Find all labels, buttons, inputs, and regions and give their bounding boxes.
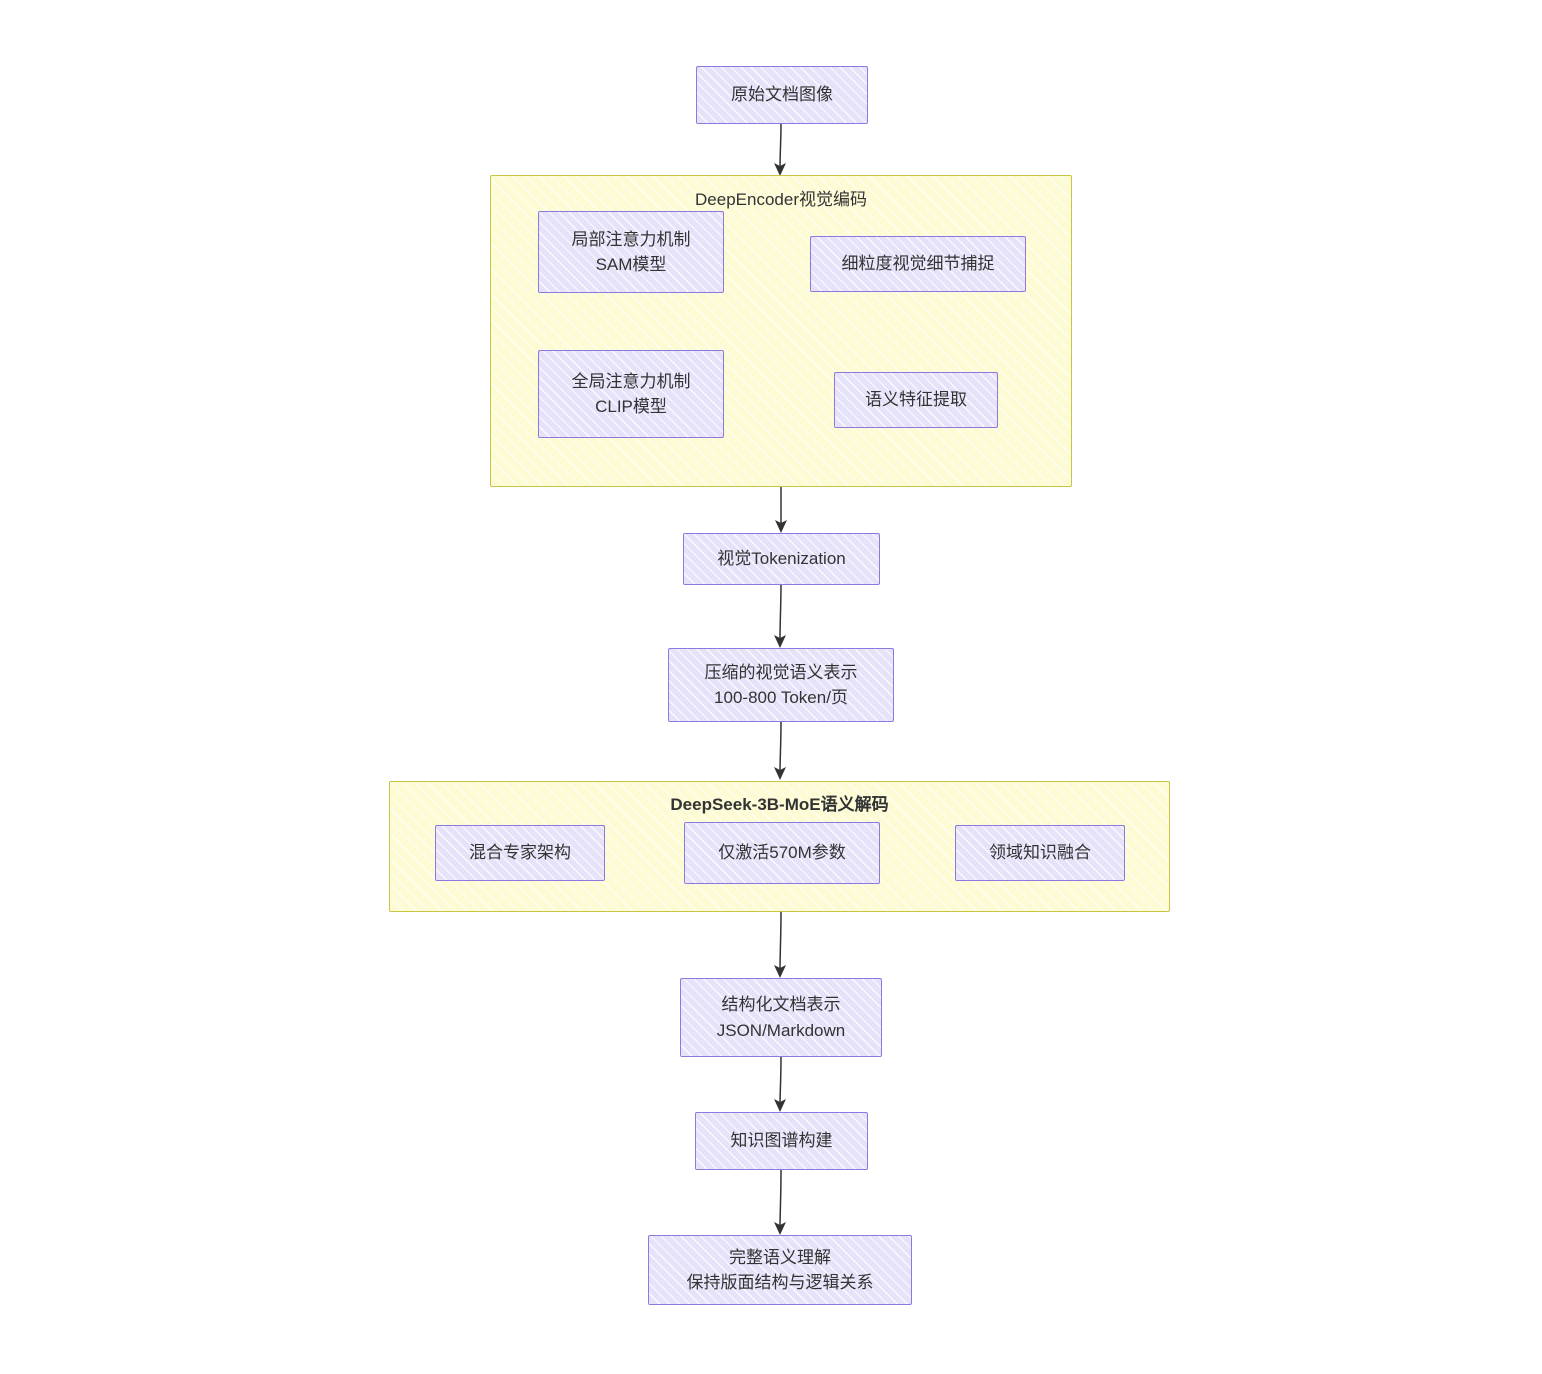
edge-structured-to-graph [774, 1056, 786, 1112]
node-tokenization-label: 视觉Tokenization [717, 549, 846, 569]
node-fine-detail[interactable]: 细粒度视觉细节捕捉 [810, 236, 1026, 292]
node-structured-document-line2: JSON/Markdown [716, 1020, 846, 1040]
node-structured-document[interactable]: 结构化文档表示 JSON/Markdown [680, 978, 882, 1057]
node-semantic-feature[interactable]: 语义特征提取 [834, 372, 998, 428]
subgraph-deepencoder-title: DeepEncoder视觉编码 [695, 190, 867, 209]
node-moe-architecture-label: 混合专家架构 [469, 843, 571, 863]
edge-tokenization-to-compressed [774, 584, 786, 648]
node-domain-knowledge[interactable]: 领域知识融合 [955, 825, 1125, 881]
node-compressed-line2: 100-800 Token/页 [714, 688, 848, 707]
node-local-attention-line2: SAM模型 [595, 255, 667, 274]
node-final-output[interactable]: 完整语义理解 保持版面结构与逻辑关系 [648, 1235, 912, 1305]
node-compressed-representation[interactable]: 压缩的视觉语义表示 100-800 Token/页 [668, 648, 894, 722]
node-local-attention[interactable]: 局部注意力机制 SAM模型 [538, 211, 724, 293]
node-activated-params[interactable]: 仅激活570M参数 [684, 822, 880, 884]
node-semantic-feature-label: 语义特征提取 [865, 390, 967, 410]
node-activated-params-label: 仅激活570M参数 [718, 843, 846, 863]
node-source-image-label: 原始文档图像 [731, 85, 833, 105]
node-structured-document-line1: 结构化文档表示 [721, 995, 841, 1014]
node-knowledge-graph[interactable]: 知识图谱构建 [695, 1112, 868, 1170]
subgraph-deepseek-moe-title: DeepSeek-3B-MoE语义解码 [670, 795, 889, 814]
node-tokenization[interactable]: 视觉Tokenization [683, 533, 880, 585]
node-global-attention[interactable]: 全局注意力机制 CLIP模型 [538, 350, 724, 438]
node-global-attention-line1: 全局注意力机制 [571, 371, 691, 391]
edge-source-to-encoder [774, 123, 786, 176]
node-source-image[interactable]: 原始文档图像 [696, 66, 868, 124]
edge-decoder-to-structured [774, 911, 786, 978]
edge-graph-to-final [774, 1169, 786, 1235]
node-moe-architecture[interactable]: 混合专家架构 [435, 825, 605, 881]
edge-encoder-to-tokenization [775, 486, 787, 533]
node-knowledge-graph-label: 知识图谱构建 [730, 1131, 833, 1151]
node-local-attention-line1: 局部注意力机制 [571, 229, 691, 249]
edge-compressed-to-decoder [774, 721, 786, 780]
node-final-output-line1: 完整语义理解 [729, 1247, 831, 1267]
node-final-output-line2: 保持版面结构与逻辑关系 [686, 1273, 874, 1292]
node-global-attention-line2: CLIP模型 [595, 397, 667, 416]
node-domain-knowledge-label: 领域知识融合 [989, 843, 1091, 863]
node-compressed-line1: 压缩的视觉语义表示 [704, 662, 858, 682]
node-fine-detail-label: 细粒度视觉细节捕捉 [841, 254, 995, 274]
